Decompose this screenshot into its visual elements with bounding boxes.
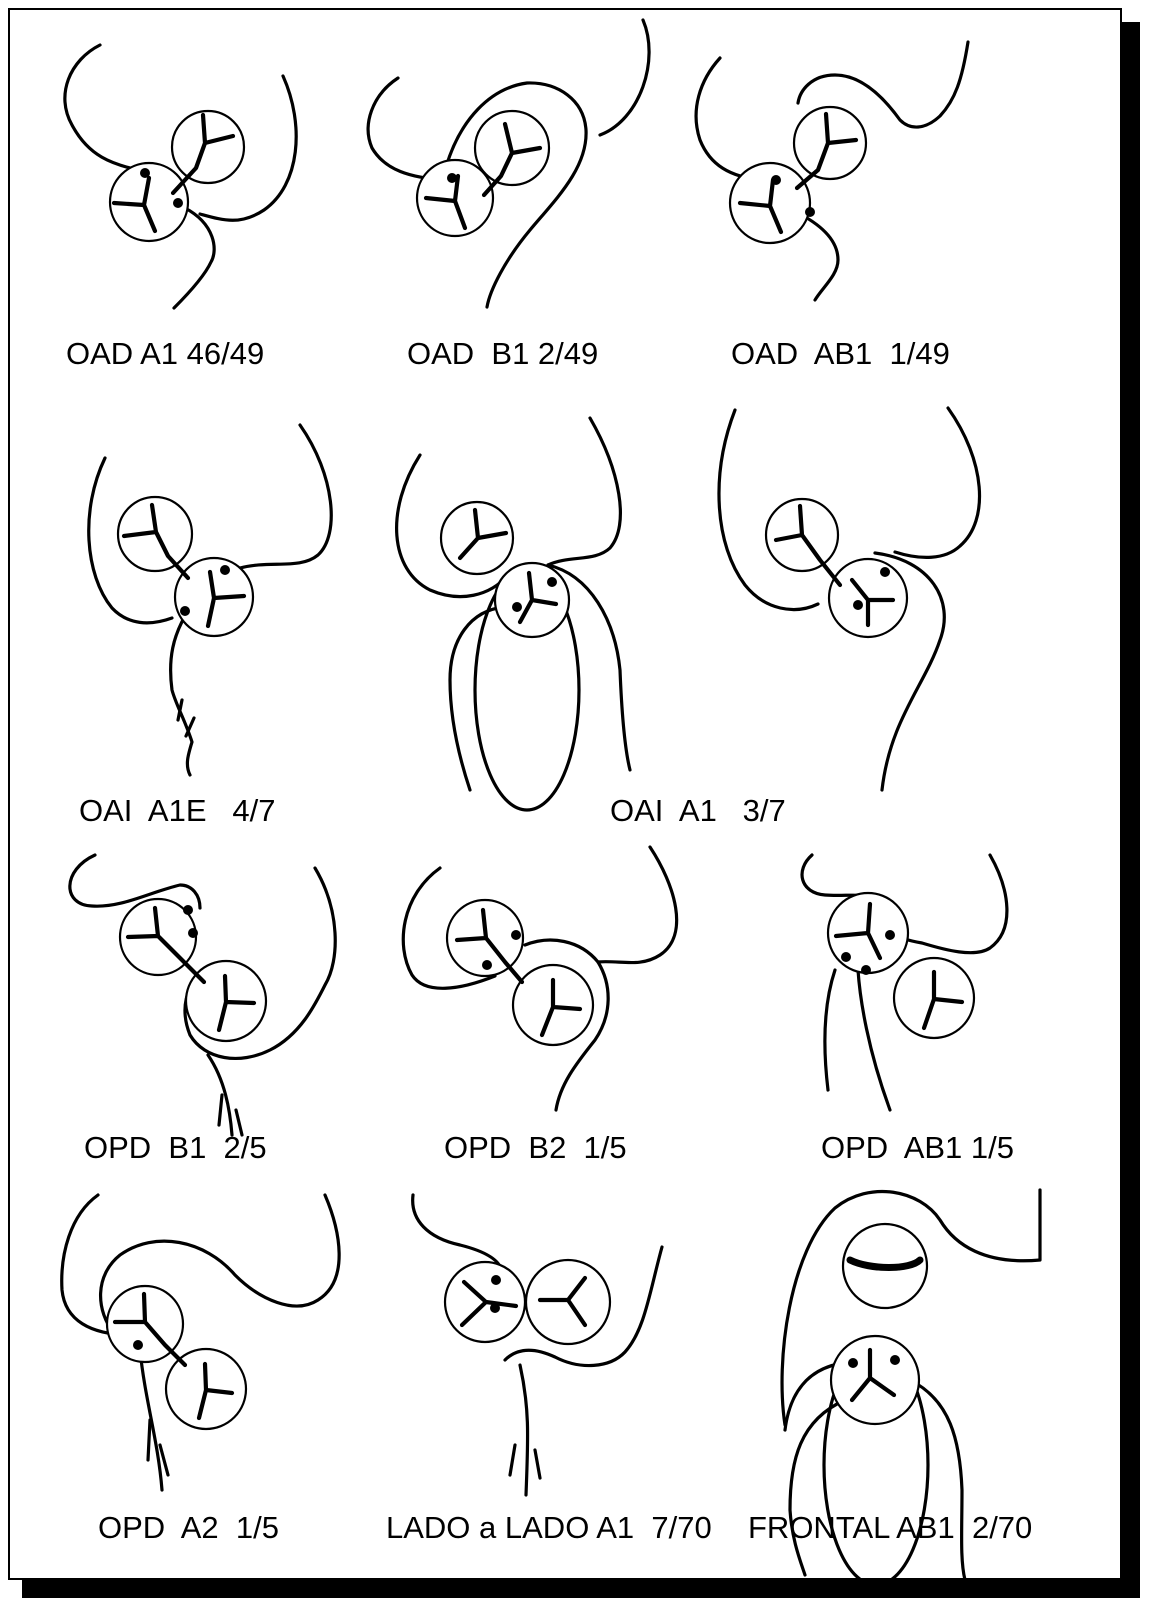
- coronary-ostium: [188, 928, 198, 938]
- panel-oad-b1: [368, 20, 649, 307]
- coronary-ostium: [547, 577, 557, 587]
- panel-lado-a-lado-a1: [413, 1195, 662, 1495]
- coronary-ostium: [173, 198, 183, 208]
- coronary-ostium: [180, 606, 190, 616]
- panel-oai-a1e: [89, 425, 332, 775]
- descending-branch: [520, 1365, 528, 1495]
- caption-lado-a-lado-a1: LADO a LADO A1 7/70: [386, 1512, 712, 1543]
- panel-opd-a2: [62, 1195, 339, 1490]
- coronary-ostium: [861, 965, 871, 975]
- panel-oad-a1: [65, 45, 296, 308]
- branch-left: [825, 970, 835, 1090]
- coronary-ostium: [511, 930, 521, 940]
- caption-oai-a1e: OAI A1E 4/7: [79, 795, 275, 826]
- panel-oai-variant: [719, 408, 980, 790]
- panel-oai-a1: [397, 418, 630, 810]
- coronary-ostium: [133, 1340, 143, 1350]
- panel-opd-b1: [70, 855, 335, 1135]
- coronary-ostium: [841, 952, 851, 962]
- caption-opd-ab1: OPD AB1 1/5: [821, 1132, 1014, 1163]
- right-coronary-curve: [413, 1195, 502, 1272]
- coronary-ostium: [482, 960, 492, 970]
- coronary-ostium: [890, 1355, 900, 1365]
- right-coronary-curve: [70, 855, 200, 908]
- coronary-ostium: [848, 1358, 858, 1368]
- coronary-ostium: [220, 565, 230, 575]
- coronary-ostium: [140, 168, 150, 178]
- caption-oad-b1: OAD B1 2/49: [407, 338, 598, 369]
- coronary-ostium: [447, 173, 457, 183]
- panel-opd-ab1: [802, 855, 1007, 1110]
- left-main-curve: [548, 418, 620, 565]
- branch-middle: [858, 970, 890, 1110]
- panel-opd-b2: [403, 847, 676, 1110]
- left-main-curve: [240, 425, 331, 568]
- right-branch: [910, 1380, 965, 1580]
- coronary-ostium: [771, 175, 781, 185]
- panel-oad-ab1: [696, 42, 968, 300]
- left-main-curve: [600, 20, 649, 135]
- caption-oad-ab1: OAD AB1 1/49: [731, 338, 950, 369]
- left-main-curve: [895, 408, 980, 557]
- valve-ring-upper: [172, 111, 244, 183]
- caption-opd-a2: OPD A2 1/5: [98, 1512, 279, 1543]
- right-coronary-curve: [65, 45, 148, 172]
- coronary-ostium: [512, 602, 522, 612]
- coronary-ostium: [183, 905, 193, 915]
- caption-oad-a1: OAD A1 46/49: [66, 338, 264, 369]
- caption-opd-b2: OPD B2 1/5: [444, 1132, 627, 1163]
- coronary-ostium: [880, 567, 890, 577]
- coronary-ostium: [805, 207, 815, 217]
- left-branch: [790, 1400, 845, 1575]
- coronary-ostium: [490, 1303, 500, 1313]
- right-coronary-curve: [696, 58, 762, 180]
- coronary-ostium: [491, 1275, 501, 1285]
- left-main-curve: [785, 1364, 838, 1430]
- coronary-ostium: [853, 600, 863, 610]
- descending-branch: [171, 608, 192, 775]
- coronary-ostium: [885, 930, 895, 940]
- left-main-curve: [598, 847, 677, 963]
- branch-twig: [178, 700, 194, 736]
- branch-twig: [510, 1445, 540, 1478]
- caption-frontal-ab1: FRONTAL AB1 2/70: [748, 1512, 1032, 1543]
- caption-oai-a1: OAI A1 3/7: [610, 795, 786, 826]
- left-branch: [450, 607, 505, 790]
- caption-opd-b1: OPD B1 2/5: [84, 1132, 267, 1163]
- right-coronary-curve: [368, 78, 446, 180]
